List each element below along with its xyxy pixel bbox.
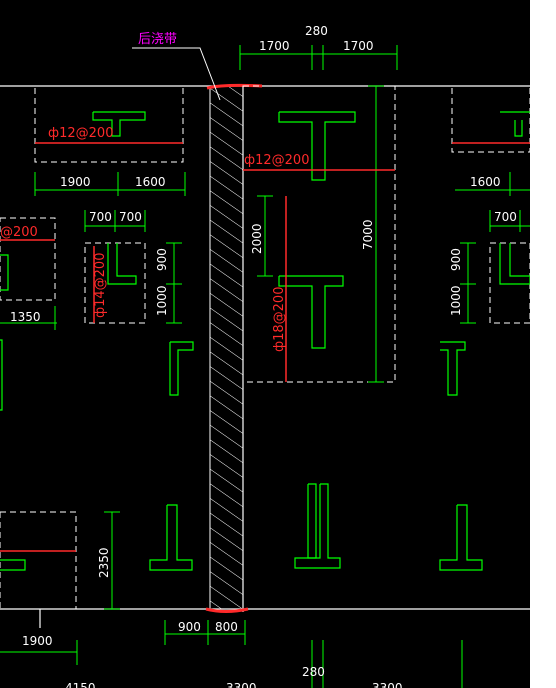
dim-1600-right: 1600 [470,175,501,189]
band-leader [132,47,221,101]
band-label[interactable]: 后浇带 [138,32,177,47]
dim-1700-left: 1700 [259,39,290,53]
dim-1350: 1350 [10,310,41,324]
rebar-label-left-vertical[interactable]: ф14@200 [93,253,108,318]
dim-4150: 4150 [65,681,96,688]
dim-1900-bottom: 1900 [22,634,53,648]
rebar-label-left-edge[interactable]: @200 [0,225,38,240]
dim-900-right: 900 [449,248,463,271]
dim-700-right: 700 [494,210,517,224]
right-margin-strip [530,0,556,688]
dim-700-b: 700 [119,210,142,224]
rebar-label-top-left[interactable]: ф12@200 [48,126,113,141]
column-symbols [0,111,530,571]
dim-1900-top: 1900 [60,175,91,189]
dim-700-a: 700 [89,210,112,224]
dim-900-left: 900 [155,248,169,271]
dim-1000-right: 1000 [449,285,463,316]
rebar-lines [0,142,530,552]
dim-800-bottom: 800 [215,620,238,634]
dimension-lines [0,45,530,688]
rebar-label-center-vertical[interactable]: ф18@200 [272,287,287,352]
dim-7000: 7000 [361,219,375,250]
rebar-label-mid[interactable]: ф12@200 [244,153,309,168]
dim-280-bottom: 280 [302,665,325,679]
dim-2350: 2350 [97,547,111,578]
dim-1600-top: 1600 [135,175,166,189]
dim-1000-left: 1000 [155,285,169,316]
structural-plan-drawing: 后浇带 [0,24,530,688]
dim-2000: 2000 [250,223,264,254]
dim-3300-b: 3300 [372,681,403,688]
dim-1700-right: 1700 [343,39,374,53]
dim-900-bottom: 900 [178,620,201,634]
dim-3300-a: 3300 [226,681,257,688]
dim-280-top: 280 [305,24,328,38]
